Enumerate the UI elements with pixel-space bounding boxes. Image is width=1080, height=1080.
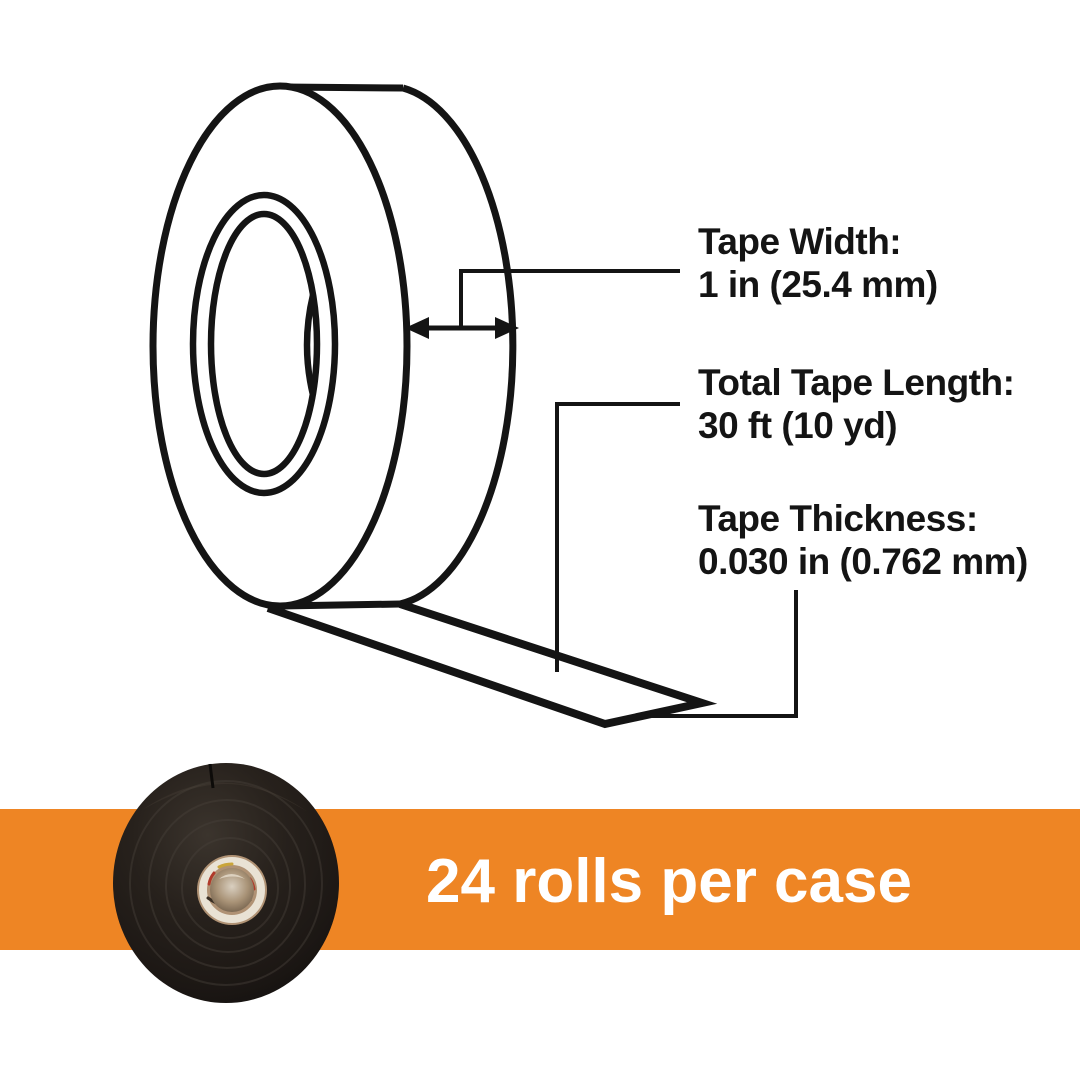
spec-tape-width: Tape Width: 1 in (25.4 mm) bbox=[698, 220, 938, 306]
roll-front-face-ellipse bbox=[149, 82, 411, 610]
core-outer-ellipse bbox=[189, 191, 339, 497]
core-back-edge-arc bbox=[303, 294, 317, 396]
tape-top-sheen bbox=[142, 782, 308, 812]
tape-strip bbox=[266, 600, 718, 729]
tape-roll-diagram bbox=[149, 82, 798, 729]
spec-tape-length: Total Tape Length: 30 ft (10 yd) bbox=[698, 361, 1015, 447]
tape-end-seam bbox=[208, 763, 215, 789]
spec-tape-width-label: Tape Width: bbox=[698, 221, 902, 262]
core-hole-highlight bbox=[219, 874, 245, 879]
core-hole bbox=[210, 868, 254, 912]
case-quantity-text: 24 rolls per case bbox=[426, 847, 912, 916]
spec-tape-width-value: 1 in (25.4 mm) bbox=[698, 264, 938, 305]
spec-tape-thickness-value: 0.030 in (0.762 mm) bbox=[698, 541, 1028, 582]
width-arrowhead-right bbox=[495, 317, 519, 339]
spec-tape-length-value: 30 ft (10 yd) bbox=[698, 405, 898, 446]
leader-line-length bbox=[555, 402, 680, 672]
roll-side-arc bbox=[399, 84, 517, 608]
spec-tape-thickness-label: Tape Thickness: bbox=[698, 498, 978, 539]
core-label-band bbox=[199, 857, 265, 923]
core-inner-ellipse bbox=[207, 210, 321, 478]
spec-tape-thickness: Tape Thickness: 0.030 in (0.762 mm) bbox=[698, 497, 1028, 583]
spec-tape-length-label: Total Tape Length: bbox=[698, 362, 1015, 403]
tape-layer-striations bbox=[129, 780, 323, 986]
tape-roll-photo bbox=[113, 763, 339, 1003]
width-dimension-arrow bbox=[405, 317, 519, 339]
leader-line-thickness bbox=[642, 590, 798, 718]
width-arrowhead-left bbox=[405, 317, 429, 339]
leader-line-width bbox=[459, 269, 680, 328]
